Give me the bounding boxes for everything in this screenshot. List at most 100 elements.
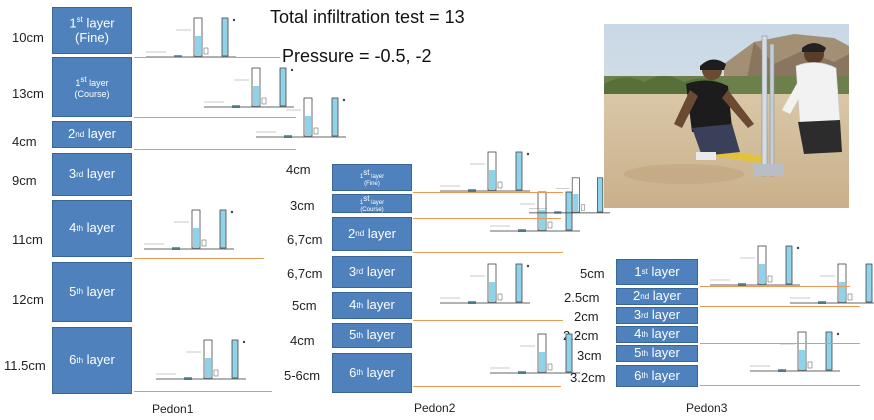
pedon2-depth-7: 5-6cm (284, 368, 321, 383)
sketch-part (497, 293, 503, 301)
infiltrometer-sketch (750, 331, 840, 372)
sketch-part (785, 245, 793, 285)
sketch-part (253, 86, 259, 106)
field-infiltration-photo (604, 24, 849, 208)
layer-suffix: th (356, 300, 364, 310)
sketch-part (489, 282, 495, 302)
sketch-part (580, 204, 586, 211)
pedon2-depth-3: 6,7cm (287, 232, 323, 247)
pedon1-label: Pedon1 (152, 402, 194, 416)
layer-ordinal: 4 (69, 220, 77, 236)
ground-line (700, 286, 850, 287)
layer-word: layer (367, 225, 396, 241)
sketch-part (279, 67, 287, 107)
sketch-part (573, 193, 579, 212)
sketch-part (836, 332, 840, 336)
sketch-part (539, 210, 545, 230)
layer-suffix: th (76, 223, 84, 233)
sketch-part (331, 97, 339, 137)
layer-ordinal: 1 (359, 199, 364, 206)
layer-word: layer (86, 283, 115, 299)
layer-suffix: nd (640, 291, 650, 301)
layer-suffix: rd (641, 310, 649, 320)
pedon1-depth-6: 12cm (12, 292, 44, 307)
sketch-part (201, 239, 207, 247)
sketch-part (825, 331, 833, 371)
sketch-part (526, 264, 530, 268)
ground-line (134, 391, 272, 392)
layer-ordinal: 3 (68, 166, 77, 182)
layer-suffix: st (80, 75, 87, 85)
sketch-part (468, 189, 476, 192)
layer-ordinal: 6 (349, 364, 357, 380)
layer-ordinal: 5 (634, 345, 642, 361)
layer-suffix: th (641, 329, 649, 339)
pedon3-depth-1: 5cm (580, 266, 605, 281)
sketch-part (597, 177, 604, 213)
layer-ordinal: 5 (349, 327, 357, 343)
ground-line (700, 385, 860, 386)
sketch-part (547, 363, 553, 371)
layer-suffix: nd (75, 129, 85, 139)
layer-word: layer (366, 327, 395, 343)
layer-ordinal: 6 (634, 367, 642, 383)
sketch-part (778, 369, 786, 372)
sketch-part (539, 352, 545, 372)
sketch-part (219, 209, 227, 249)
layer-ordinal: 2 (68, 126, 76, 142)
layer-ordinal: 4 (634, 326, 642, 342)
total-tests-title: Total infiltration test = 13 (270, 7, 465, 27)
pedon2-depth-4: 6,7cm (287, 266, 323, 281)
pedon3-label: Pedon3 (686, 401, 728, 415)
sketch-part (518, 371, 526, 374)
sketch-part (313, 127, 319, 135)
pedon1-depth-3: 4cm (12, 134, 37, 149)
layer-word: layer (366, 364, 395, 380)
layer-note: (Fine) (75, 30, 109, 46)
layer-suffix: rd (356, 267, 364, 277)
sketch-part (547, 221, 553, 229)
infiltrometer-sketch (529, 177, 610, 214)
layer-note: (Course) (360, 206, 384, 213)
layer-ordinal: 1 (69, 15, 77, 31)
pressure-title: Pressure = -0.5, -2 (282, 46, 432, 66)
sketch-part (342, 98, 346, 102)
pedon2-layer-1: 1st layer (Fine) (332, 164, 412, 191)
sketch-part (518, 229, 526, 232)
pedon2-layer-2: 1st layer (Course) (332, 194, 412, 213)
ground-line (700, 306, 860, 307)
ground-line (413, 320, 563, 321)
sketch-part (515, 263, 523, 303)
pedon2-depth-6: 4cm (290, 333, 315, 348)
infiltrometer-sketch (790, 263, 874, 304)
sketch-part (515, 151, 523, 191)
sketch-part (174, 55, 182, 58)
sketch-part (221, 17, 229, 57)
infiltrometer-sketch (144, 209, 234, 250)
layer-word: layer (366, 297, 395, 313)
sketch-part (205, 358, 211, 378)
sketch-part (231, 339, 239, 379)
layer-ordinal: 5 (69, 283, 77, 299)
sketch-part (759, 264, 765, 284)
ground-line (134, 57, 280, 58)
layer-word: layer (86, 220, 115, 236)
layer-suffix: st (363, 193, 370, 203)
photo-illustration (604, 24, 849, 208)
sketch-part (232, 105, 240, 108)
layer-word: layer (86, 15, 115, 31)
layer-suffix: th (641, 348, 649, 358)
sketch-part (184, 377, 192, 380)
sketch-part (738, 283, 746, 286)
layer-ordinal: 3 (348, 263, 357, 279)
